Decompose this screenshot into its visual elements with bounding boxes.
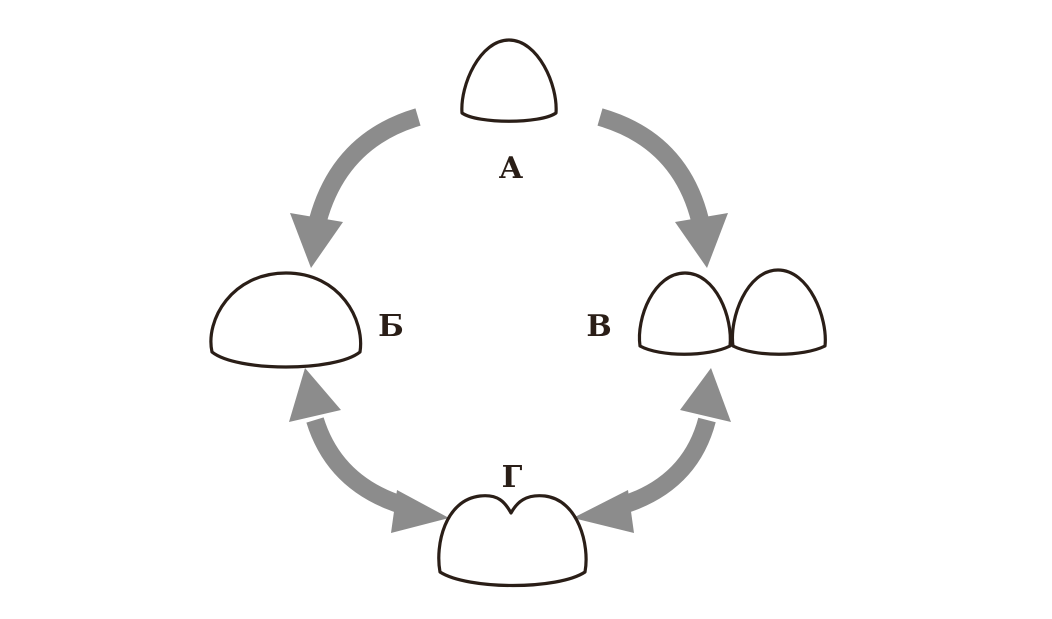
arrow-a-to-b-head (290, 213, 343, 268)
node-g-shape (437, 494, 588, 588)
label-b: Б (378, 309, 404, 344)
arrow-v-g (573, 368, 731, 533)
arrow-v-g-head-up (680, 368, 731, 422)
arrow-a-to-v-head (675, 213, 728, 268)
arrow-b-g-head-down (391, 490, 449, 533)
arrow-v-g-shaft (617, 417, 716, 515)
node-v-left-dome (637, 271, 732, 356)
node-a-shape (460, 38, 558, 123)
arrow-a-to-v-shaft (597, 108, 709, 223)
arrow-a-to-v (597, 108, 728, 268)
arrow-v-g-head-down (573, 490, 634, 533)
node-v-shape (637, 268, 827, 356)
arrow-b-g-shaft (306, 417, 408, 515)
node-b-shape (209, 271, 363, 369)
arrow-b-g-head-up (289, 368, 341, 422)
label-v: В (586, 309, 611, 344)
label-a: А (499, 151, 524, 186)
arrow-b-g (289, 368, 449, 533)
label-g: Г (502, 460, 523, 495)
node-v-right-dome (730, 268, 827, 356)
arrow-a-to-b-shaft (309, 108, 421, 223)
arrow-a-to-b (290, 108, 421, 268)
